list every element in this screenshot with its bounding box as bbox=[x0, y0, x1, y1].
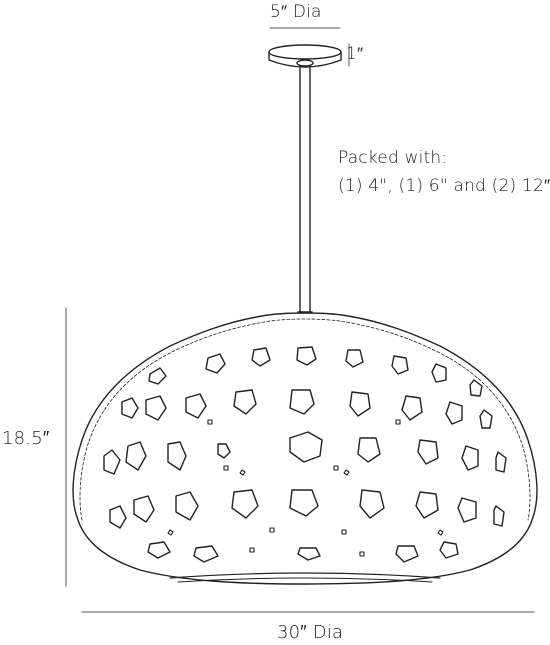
shade-diameter-label: 30″ Dia bbox=[277, 622, 344, 643]
shade-surface-texture bbox=[167, 419, 444, 557]
shade-height-label: 18.5″ bbox=[2, 428, 50, 449]
packing-note-heading: Packed with: bbox=[338, 148, 448, 168]
packing-note-rods: (1) 4", (1) 6" and (2) 12″ bbox=[338, 176, 550, 196]
shade-perforations bbox=[103, 346, 507, 563]
canopy-height-label: 1″ bbox=[346, 44, 364, 64]
downrod bbox=[297, 65, 313, 313]
shade-outline bbox=[72, 312, 538, 585]
canopy-diameter-label: 5″ Dia bbox=[270, 2, 322, 22]
canopy bbox=[268, 44, 342, 68]
